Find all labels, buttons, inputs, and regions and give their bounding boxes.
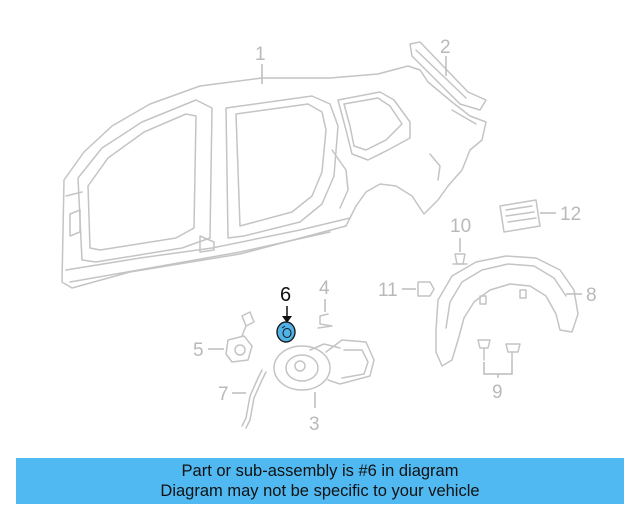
exploded-parts-diagram: 1 2 12 10 11 [61,37,597,435]
vent-grille: 12 [499,199,581,233]
callout-5: 5 [193,340,204,361]
part-6-highlighted: 6 [276,284,296,343]
callout-11: 11 [378,280,398,301]
callout-1: 1 [255,44,266,65]
callout-10: 10 [450,216,471,237]
banner-line-2: Diagram may not be specific to your vehi… [160,482,480,500]
roof-trim-strip: 2 [409,37,487,111]
callout-9: 9 [492,382,503,403]
callout-3: 3 [309,414,320,435]
wheelhouse-liner: 8 [435,255,597,367]
callout-2: 2 [440,37,451,58]
plug: 11 [378,280,435,301]
hinge-spring: 4 [317,278,333,329]
drain-tube: 7 [218,369,267,429]
callout-8: 8 [586,285,597,306]
fuel-filler-door-assembly: 3 [273,339,375,435]
banner-line-1: Part or sub-assembly is #6 in diagram [181,462,459,480]
callout-7: 7 [218,384,229,405]
callout-4: 4 [319,278,330,299]
grommet-icon[interactable] [276,321,296,343]
callout-6: 6 [280,284,291,306]
body-side-panel: 1 [61,44,487,289]
info-banner: Part or sub-assembly is #6 in diagram Di… [16,458,624,504]
retainer-clip: 10 [450,216,471,265]
screws: 9 [477,339,521,403]
callout-12: 12 [560,204,581,225]
door-latch: 5 [193,311,255,363]
